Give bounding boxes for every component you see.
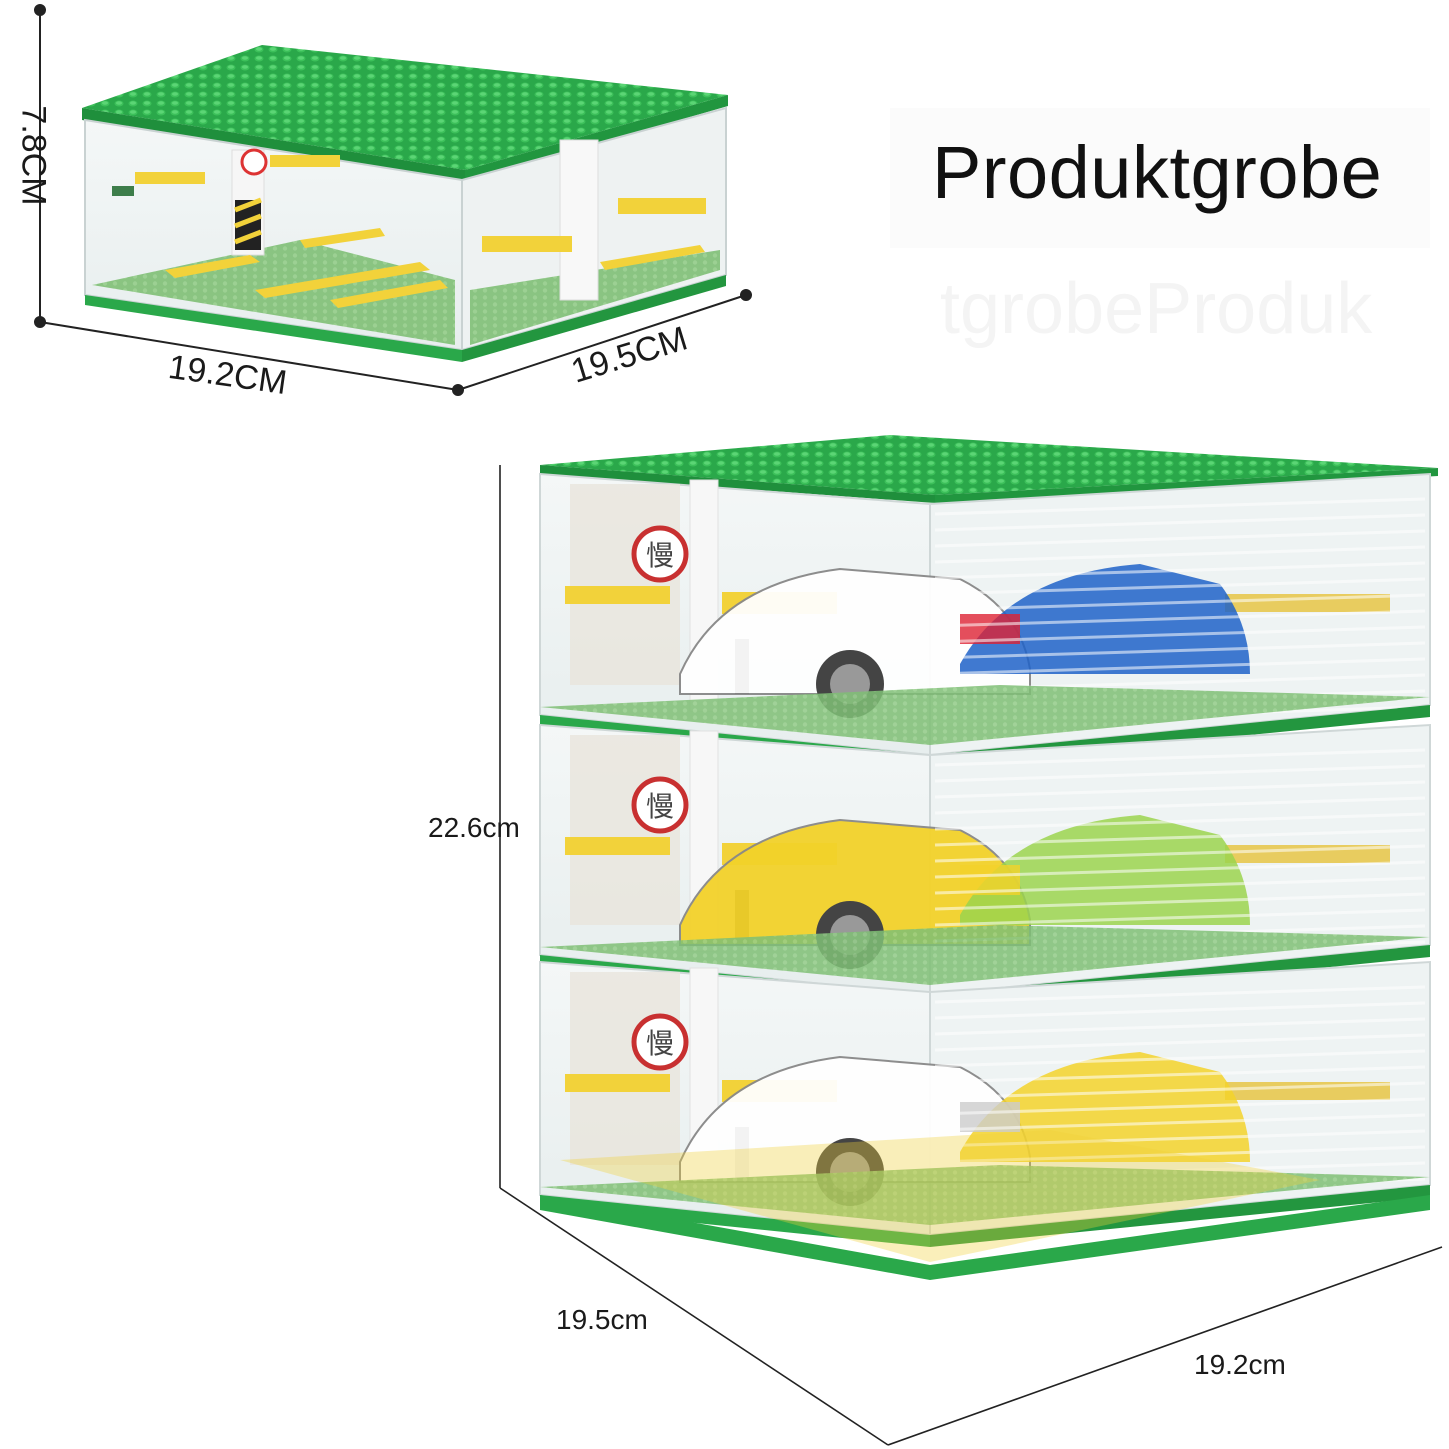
glass-reflection-line [934,1145,1426,1164]
tier-beam-left [565,586,670,604]
glass-reflection-line [934,497,1426,516]
stack-bottom-baseplate [540,1195,1430,1280]
stack-width-label: 19.2cm [1194,1349,1286,1380]
tier-baseplate-side [930,1185,1430,1247]
roof-baseplate [82,45,728,170]
glass-reflection-line [934,545,1426,564]
glass-reflection-line [934,641,1426,660]
single-height-label: 7.8CM [14,105,53,206]
slow-sign-icon [631,525,689,583]
glass-reflection-line [934,1017,1426,1036]
product-size-title: Produktgrobe [932,131,1383,214]
tier-beam-left [565,1074,670,1092]
tier-beam-left [565,837,670,855]
stack-dimension-lines [499,465,1443,1446]
glass-reflection-line [934,844,1426,863]
glass-reflection-line [934,892,1426,911]
tier-back-wall [570,484,680,685]
stack-height-label: 22.6cm [428,812,520,843]
glass-reflection-line [934,1129,1426,1148]
glass-reflection-line [934,780,1426,799]
slow-sign-text: 慢 [646,790,674,823]
tier-baseplate-front [540,1195,930,1247]
tier-car-back [960,815,1250,925]
slow-sign-icon [631,776,689,834]
glass-reflection-line [934,1113,1426,1132]
stack-depth-label: 19.5cm [556,1304,648,1335]
glass-reflection-line [934,609,1426,628]
slow-sign-text: 慢 [646,539,674,572]
glass-reflection-line [934,513,1426,532]
slow-sign-icon [631,1013,689,1071]
tier-car-back [960,1052,1250,1162]
stack-roof-baseplate [540,435,1438,495]
glass-reflection-line [934,529,1426,548]
glass-reflection-line [934,828,1426,847]
glass-reflection-line [934,625,1426,644]
stacked-garage: 慢慢慢 [539,435,1438,1280]
glass-reflection-line [934,764,1426,783]
glass-reflection-line [934,657,1426,676]
glass-reflection-line [934,812,1426,831]
single-garage [82,45,728,362]
glass-reflection-line [934,796,1426,815]
glass-reflection-line [934,860,1426,879]
glass-reflection-line [934,561,1426,580]
glass-reflection-line [934,1033,1426,1052]
glass-reflection-line [934,1081,1426,1100]
single-dimension-lines [34,4,752,396]
tier-floor [540,1165,1430,1225]
glass-reflection-line [934,985,1426,1004]
bottom-parking-lines [560,1130,1320,1262]
glass-reflection-line [934,908,1426,927]
tier-car-back [960,564,1250,674]
slow-sign-text: 慢 [646,1027,674,1060]
glass-reflection-line [934,593,1426,612]
tier-floor [540,925,1430,985]
glass-reflection-line [934,1001,1426,1020]
title-background [890,108,1430,248]
glass-reflection-line [934,1065,1426,1084]
glass-reflection-line [934,1097,1426,1116]
glass-reflection-line [934,748,1426,767]
tier-floor [540,685,1430,745]
mirrored-title-watermark: tgrobeProduk [940,269,1373,349]
glass-reflection-line [934,577,1426,596]
glass-reflection-line [934,876,1426,895]
glass-reflection-line [934,1049,1426,1068]
